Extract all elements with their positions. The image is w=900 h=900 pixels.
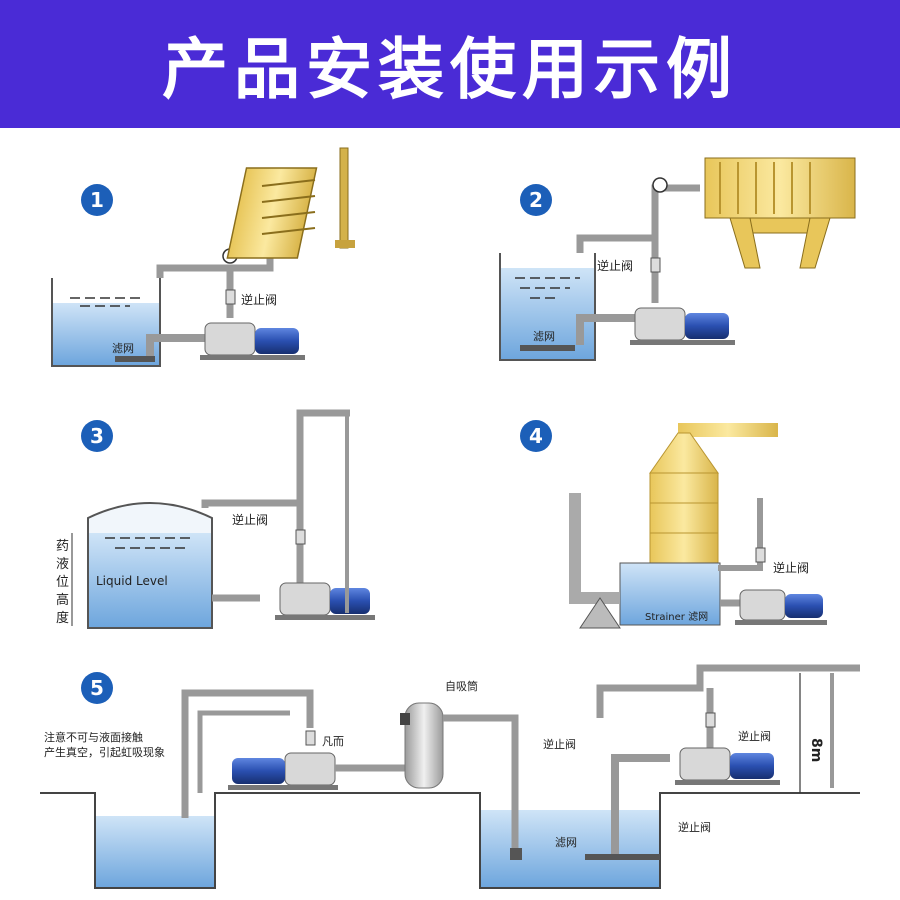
left-pit-water (96, 816, 214, 887)
panel-number-badge (81, 672, 113, 704)
check-valve-label-c: 逆止阀 (678, 820, 711, 834)
support-frame (830, 673, 834, 788)
right-suction-pipe (611, 754, 670, 854)
pump-body (284, 752, 336, 786)
fan-housing (579, 597, 621, 629)
strainer-head (510, 848, 522, 860)
check-valve-icon (225, 289, 236, 305)
panel-number: 3 (90, 424, 104, 448)
discharge-pipe (576, 184, 700, 253)
scrubber-tower (619, 423, 778, 626)
motor (330, 588, 370, 614)
pump-base (200, 355, 305, 360)
strainer (520, 345, 575, 351)
right-discharge-pipe (596, 664, 860, 718)
foot-valve-label: 凡而 (322, 735, 344, 748)
pump-body (279, 582, 331, 616)
panel-number-badge (81, 184, 113, 216)
pump-body (739, 589, 786, 621)
note-line-2: 产生真空，引起虹吸现象 (44, 745, 165, 759)
strainer (585, 854, 660, 860)
panel-4: 4 Strainer 滤网 逆止阀 (520, 420, 827, 629)
motor (785, 594, 823, 618)
discharge-pipe (718, 498, 763, 571)
panel-number-badge (520, 184, 552, 216)
pump-body (634, 307, 686, 341)
pump-body (679, 747, 731, 781)
pump-base (735, 620, 827, 625)
return-pipe (181, 689, 314, 818)
plate-heat-exchanger (226, 147, 355, 259)
water-surface-lines (515, 277, 580, 299)
motor (255, 328, 299, 354)
panel-2: 2 滤网 逆止阀 (499, 157, 856, 361)
panel-number: 1 (90, 188, 104, 212)
pump-base (228, 785, 338, 790)
panel-number: 4 (529, 424, 543, 448)
page-title: 产品安装使用示例 (162, 31, 738, 108)
tank-outline (499, 253, 596, 361)
height-label: 8m (808, 738, 824, 762)
strainer-label: 滤网 (533, 330, 555, 343)
panel-1: 1 滤网 逆止阀 (51, 147, 355, 367)
panel-5: 5 注意不可与液面接触 产生真空，引起虹吸现象 凡而 自吸筒 逆止阀 滤网 逆止… (40, 664, 860, 889)
exhaust-duct (569, 493, 620, 604)
check-valve-label-b: 逆止阀 (738, 729, 771, 743)
suction-pipe (146, 334, 220, 356)
installation-diagram: 1 滤网 逆止阀 (40, 147, 860, 889)
water-surface-lines (70, 297, 140, 307)
water-surface-lines (105, 537, 195, 549)
check-valve-icon (295, 529, 306, 545)
support-frame (345, 413, 349, 613)
liquid-level-label: Liquid Level (96, 574, 168, 588)
check-valve-label: 逆止阀 (232, 512, 268, 527)
strainer-label: 滤网 (112, 342, 134, 355)
note-line-1: 注意不可与液面接触 (44, 730, 143, 744)
check-valve-icon (705, 712, 716, 728)
panel-number-badge (520, 420, 552, 452)
height-char: 度 (56, 610, 69, 626)
suction-tank-label: 自吸筒 (445, 679, 478, 693)
pump-base (275, 615, 375, 620)
motor (232, 758, 285, 784)
pump-body (204, 322, 256, 356)
title-banner: 产品安装使用示例 (0, 0, 900, 128)
strainer (115, 356, 155, 362)
ground-profile (40, 792, 860, 889)
pump-base (630, 340, 735, 345)
check-valve-label: 逆止阀 (773, 560, 809, 575)
self-priming-tank (400, 702, 444, 789)
inner-pipe (197, 710, 290, 793)
check-valve-label-a: 逆止阀 (543, 737, 576, 751)
height-char: 药 (56, 539, 69, 554)
panel-number: 2 (529, 188, 543, 212)
tank-water (53, 303, 159, 365)
strainer-label: 滤网 (555, 836, 577, 849)
strainer-label: Strainer 滤网 (645, 610, 708, 623)
check-valve-icon (755, 547, 766, 563)
suction-pipe (576, 314, 640, 345)
filter-press (704, 157, 856, 269)
check-valve-label: 逆止阀 (597, 258, 633, 273)
motor (685, 313, 729, 339)
foot-valve-icon (305, 730, 316, 746)
suction-pipe (443, 714, 519, 848)
tank-outline (51, 278, 161, 367)
height-char: 位 (56, 575, 69, 590)
motor (730, 753, 774, 779)
pump-base (675, 780, 780, 785)
check-valve-icon (650, 257, 661, 273)
discharge-pipe (201, 409, 350, 508)
height-char: 高 (56, 592, 69, 608)
panel-number-badge (81, 420, 113, 452)
panel-3: 3 Liquid Level 药 液 位 高 度 逆止阀 (56, 409, 375, 629)
height-char: 液 (56, 557, 69, 572)
pressure-gauge-icon (652, 177, 668, 193)
check-valve-label: 逆止阀 (241, 292, 277, 307)
panel-number: 5 (90, 676, 104, 700)
height-label: 药 液 位 高 度 (56, 533, 73, 626)
